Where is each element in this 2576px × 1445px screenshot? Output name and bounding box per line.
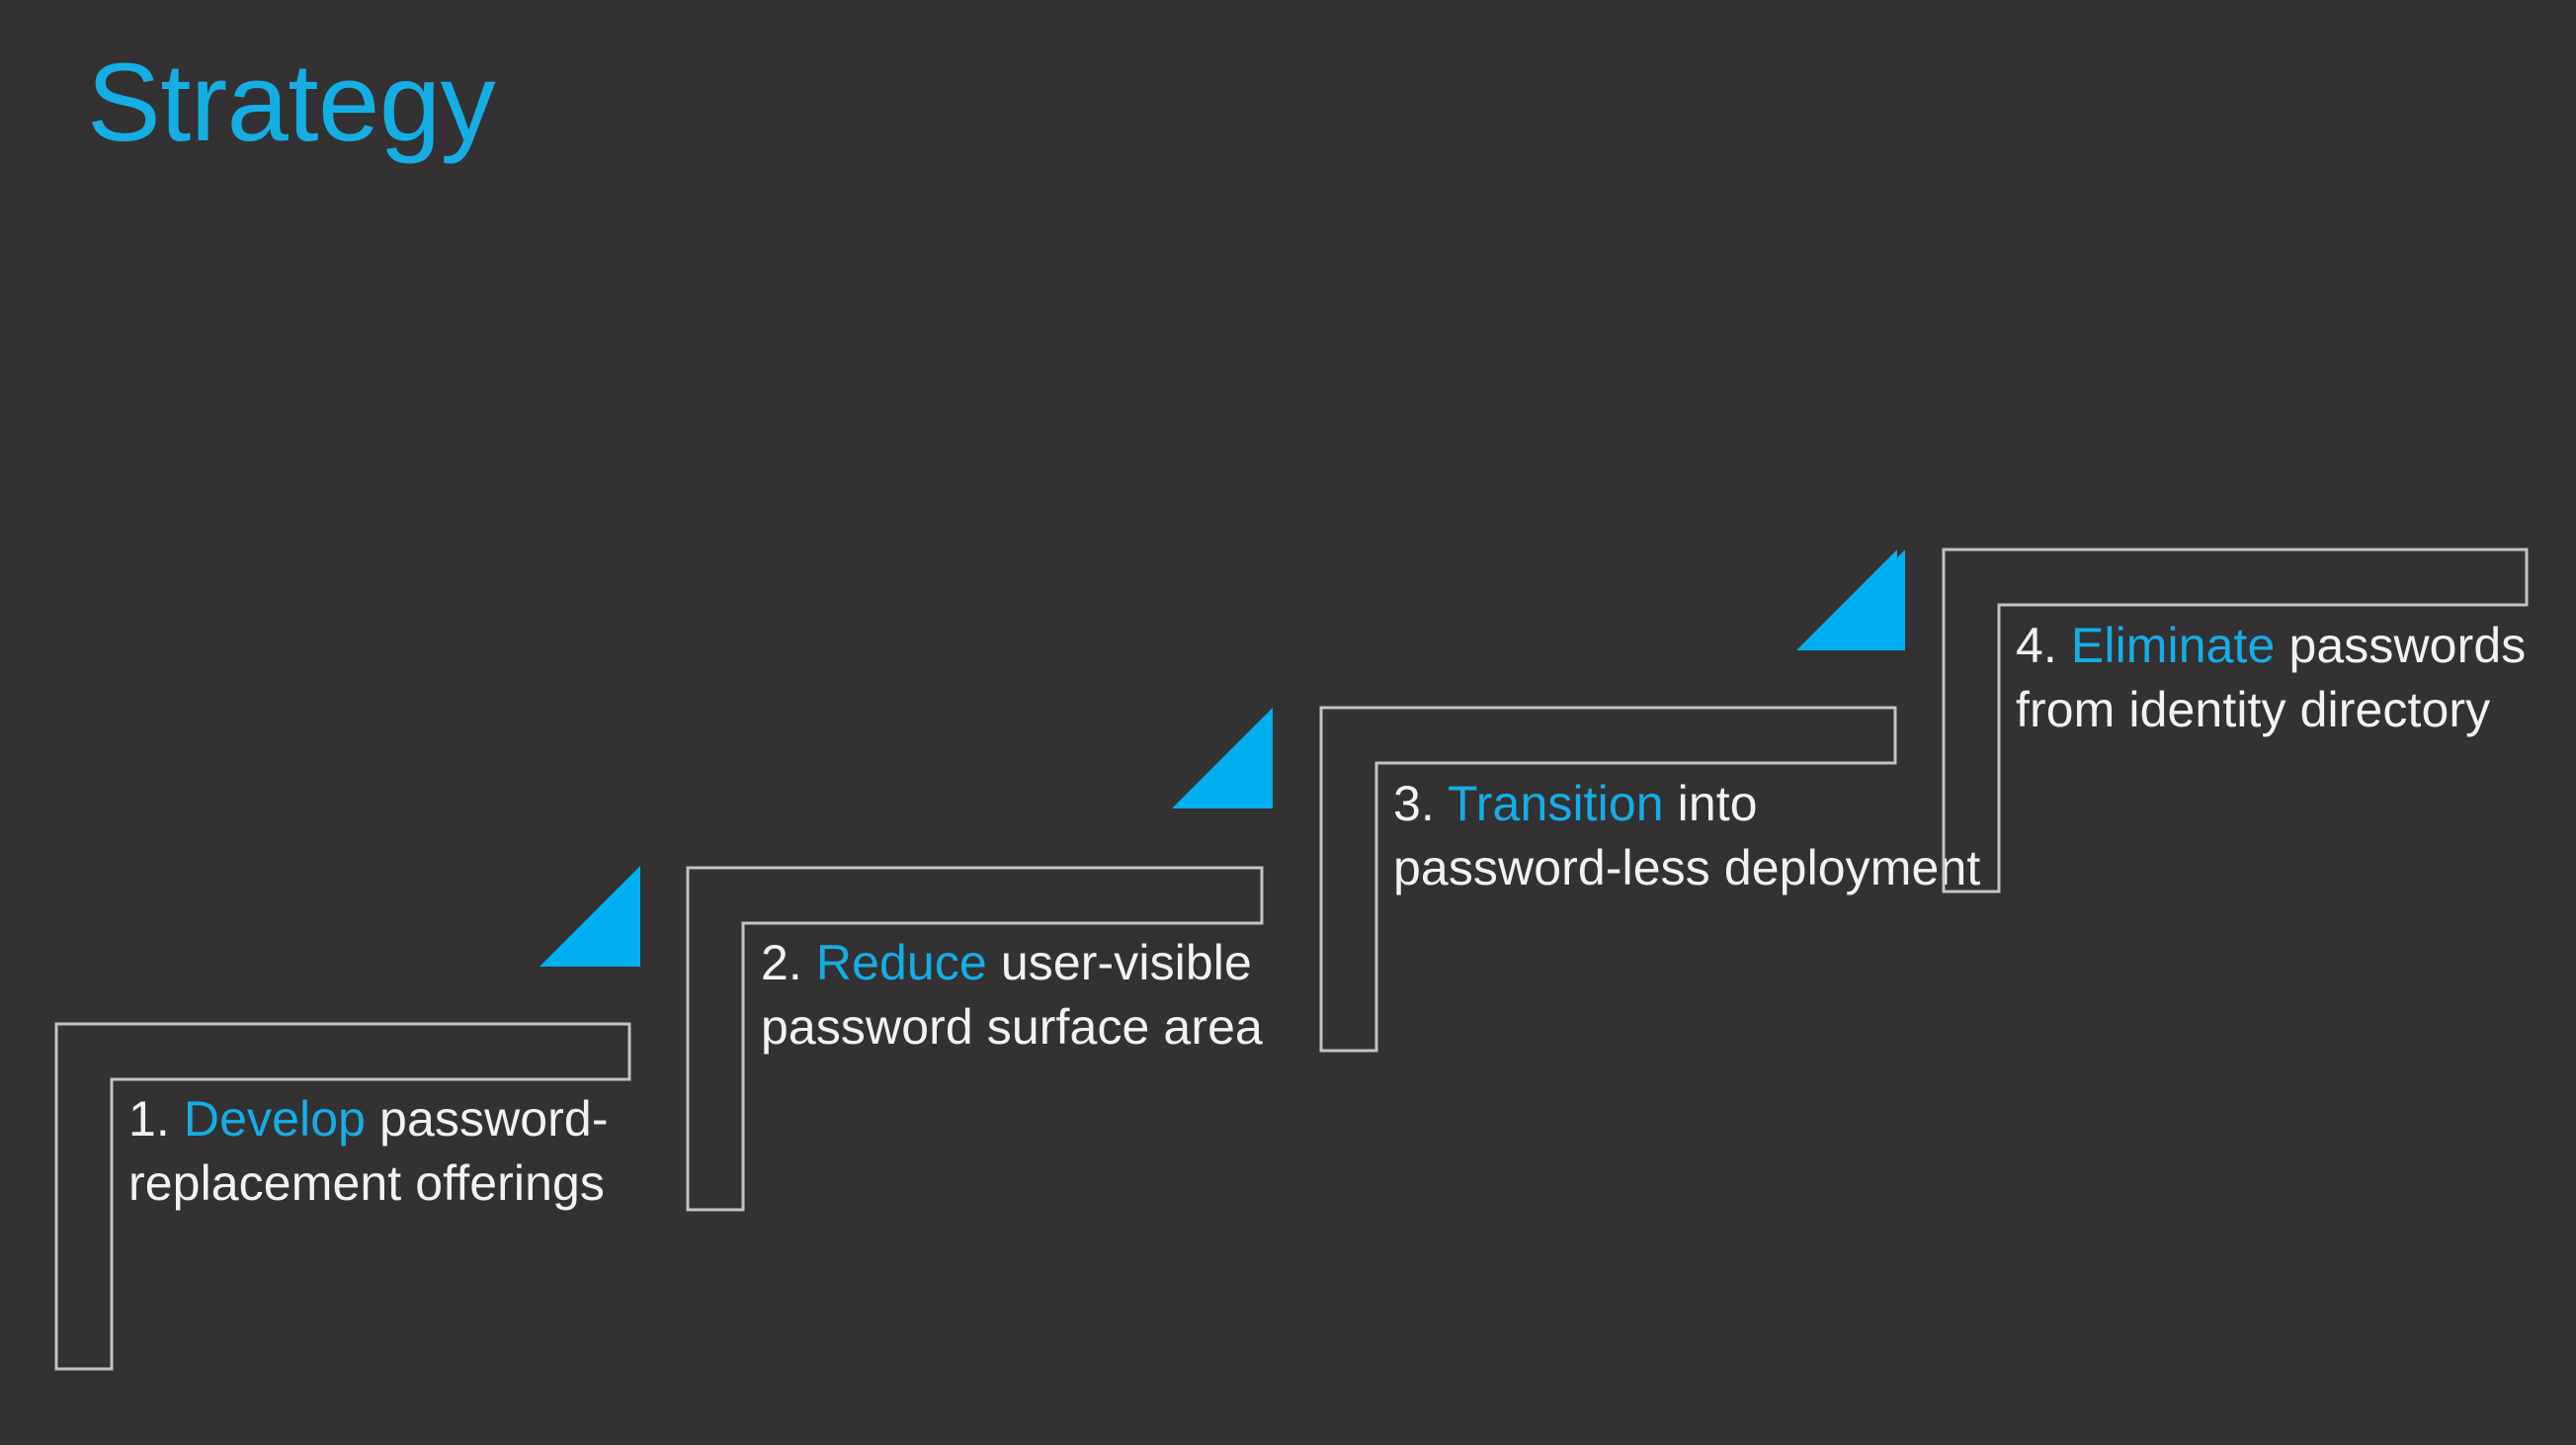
- step-3-number: 3.: [1393, 776, 1435, 831]
- step-4-group: 4. Eliminate passwords from identity dir…: [1796, 0, 2576, 929]
- step-2-group: 2. Reduce user-visible password surface …: [0, 0, 1324, 1245]
- step-4-line-2: from identity directory: [2016, 682, 2491, 737]
- step-2-text: 2. Reduce user-visible password surface …: [761, 931, 1263, 1060]
- step-3-text: 3. Transition into password-less deploym…: [1393, 772, 1980, 900]
- page-title: Strategy: [87, 41, 496, 164]
- step-2-triangle-icon: [1172, 708, 1273, 808]
- step-2-accent-word: Reduce: [815, 935, 987, 990]
- step-1-line-2: replacement offerings: [128, 1155, 606, 1211]
- step-1-text: 1. Develop password- replacement offerin…: [128, 1087, 609, 1216]
- step-3-line-2: password-less deployment: [1393, 840, 1981, 895]
- step-2-rest-line-1: user-visible: [986, 935, 1252, 990]
- step-3-rest-line-1: into: [1663, 776, 1758, 831]
- step-1-line-1: 1. Develop password-: [128, 1087, 609, 1151]
- step-4-line-1: 4. Eliminate passwords: [2016, 614, 2526, 678]
- step-2-number: 2.: [761, 935, 802, 990]
- step-1-triangle-icon: [540, 866, 640, 967]
- step-4-rest-line-1: passwords: [2275, 618, 2527, 673]
- step-4-number: 4.: [2016, 618, 2057, 673]
- step-3-line-1: 3. Transition into: [1393, 772, 1980, 836]
- step-1-rest-line-1: password-: [366, 1091, 609, 1147]
- step-2-line-2: password surface area: [761, 999, 1263, 1055]
- step-4-text: 4. Eliminate passwords from identity dir…: [2016, 614, 2526, 742]
- step-1-number: 1.: [128, 1091, 170, 1147]
- step-4-accent-word: Eliminate: [2070, 618, 2276, 673]
- step-4-triangle-icon: [1796, 550, 1897, 650]
- step-1-accent-word: Develop: [183, 1091, 367, 1147]
- step-3-accent-word: Transition: [1448, 776, 1664, 831]
- step-2-line-1: 2. Reduce user-visible: [761, 931, 1263, 995]
